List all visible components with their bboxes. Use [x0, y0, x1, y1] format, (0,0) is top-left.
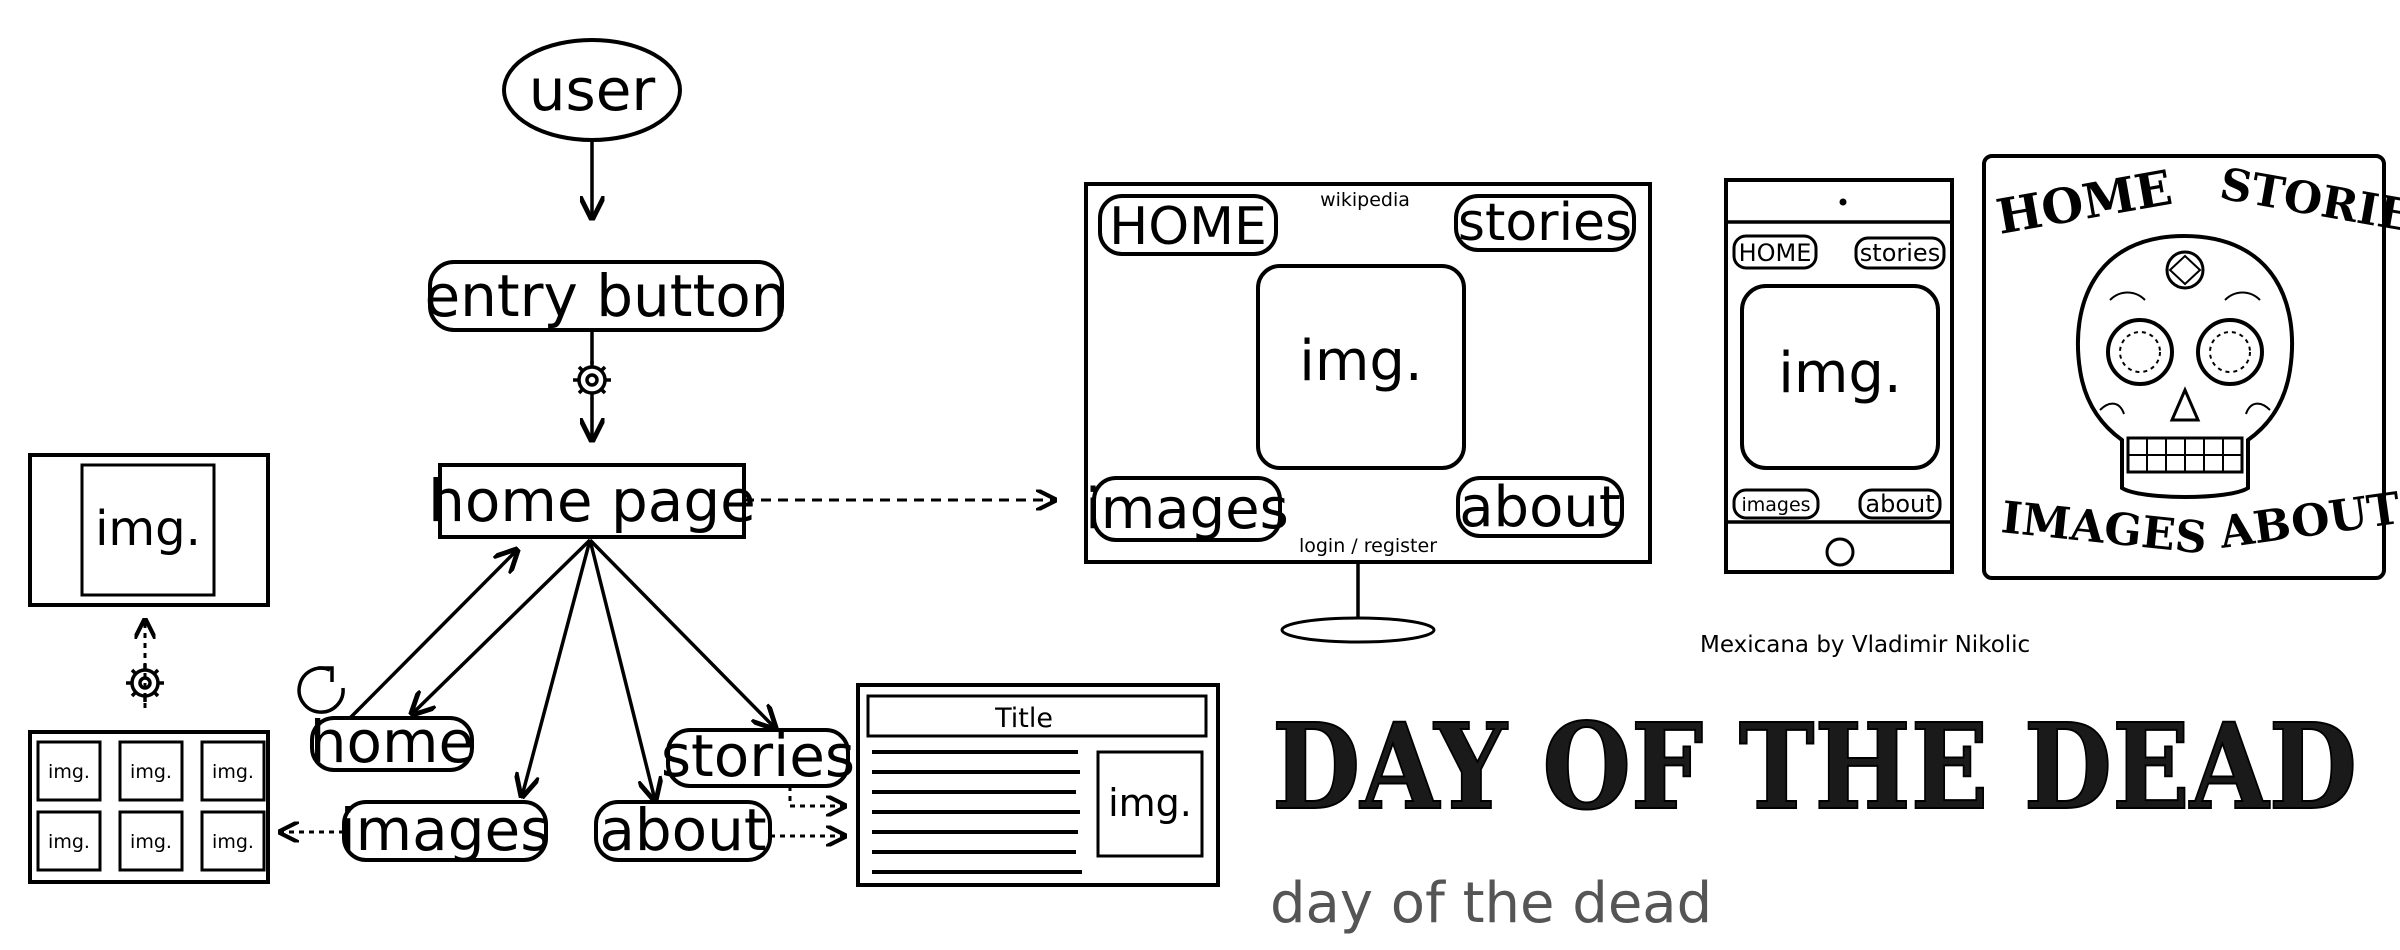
home-label: home [310, 708, 474, 776]
entry-button-label: entry button [424, 262, 787, 330]
image-preview-box: img. [28, 453, 270, 607]
entry-button-node: entry button [424, 260, 788, 332]
thumb-label: img. [212, 831, 254, 853]
arrow-home-page-to-stories [588, 538, 775, 728]
phone-camera [1839, 198, 1847, 206]
refresh-icon [297, 666, 345, 714]
phone-home-button [1825, 537, 1855, 567]
stories-label: stories [661, 722, 855, 790]
desktop-images-label: images [1085, 477, 1289, 542]
home-node: home [310, 708, 474, 776]
preview-img-label: img. [95, 501, 201, 557]
images-node: images [340, 796, 551, 864]
desktop-img-label: img. [1299, 329, 1422, 394]
phone-img-label: img. [1778, 341, 1901, 406]
thumb-label: img. [130, 761, 172, 783]
desktop-stories-label: stories [1458, 193, 1632, 253]
article-title: Title [994, 703, 1053, 734]
phone-stories-label: stories [1860, 239, 1940, 267]
desktop-about-label: about [1459, 475, 1621, 540]
arrow-home-page-to-home [412, 538, 592, 714]
caption: day of the dead [1270, 871, 1712, 936]
desktop-home-label: HOME [1109, 197, 1267, 257]
about-node: about [594, 796, 772, 864]
arrow-stories-to-article [788, 786, 845, 806]
sugar-skull-icon [2075, 233, 2295, 499]
arrow-home-to-home-page [348, 550, 517, 720]
thumb-label: img. [212, 761, 254, 783]
article-img-label: img. [1108, 781, 1192, 825]
phone-images-label: images [1741, 494, 1810, 516]
user-label: user [529, 56, 656, 124]
about-label: about [599, 796, 766, 864]
phone-about-label: about [1865, 490, 1934, 518]
thumb-label: img. [48, 761, 90, 783]
image-gallery-grid: img. img. img. img. img. img. [28, 730, 270, 884]
gear-icon [573, 361, 611, 399]
thumb-label: img. [130, 831, 172, 853]
home-page-node: home page [428, 463, 756, 539]
article-page: Title img. [856, 683, 1220, 887]
home-page-label: home page [428, 467, 756, 535]
images-label: images [340, 796, 551, 864]
monitor-base [1280, 616, 1436, 644]
user-node: user [502, 38, 682, 142]
desktop-site-label: wikipedia [1320, 189, 1410, 211]
desktop-login-label: login / register [1299, 535, 1437, 557]
thumb-label: img. [48, 831, 90, 853]
arrow-home-page-to-images [522, 539, 592, 796]
stories-node: stories [661, 722, 855, 790]
desktop-wireframe: HOME wikipedia stories img. images about… [1084, 182, 1652, 644]
headline: DAY OF THE DEAD [1272, 697, 2357, 836]
phone-home-label: HOME [1739, 239, 1812, 267]
sugar-skull-poster: HOME STORIES IMAGES ABOUT [1982, 154, 2400, 580]
phone-wireframe: HOME stories img. images about [1724, 178, 1954, 574]
arrow-home-page-to-about [588, 539, 655, 800]
font-credit: Mexicana by Vladimir Nikolic [1700, 632, 2030, 658]
gear-icon [126, 664, 164, 702]
